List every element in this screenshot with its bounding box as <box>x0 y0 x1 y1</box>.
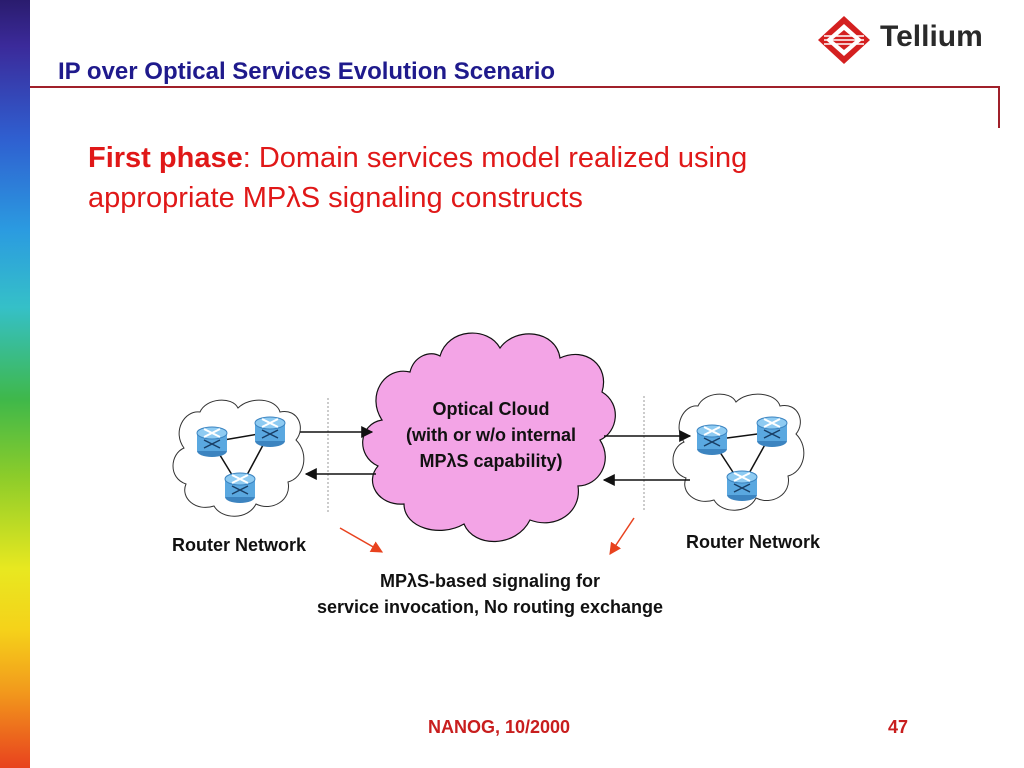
phase-heading: First phase: Domain services model reali… <box>88 138 888 218</box>
pointer-arrow-right <box>609 517 635 555</box>
page-number: 47 <box>888 717 909 737</box>
pointer-arrow-left <box>339 527 384 553</box>
caption-line-2: service invocation, No routing exchange <box>316 597 664 617</box>
heading-bold: First phase <box>88 142 243 174</box>
router-icon <box>756 416 788 448</box>
tellium-logo <box>818 16 870 64</box>
logo-wordmark: Tellium <box>880 20 983 53</box>
router-icon <box>726 470 758 502</box>
cloud-label-line-1: Optical Cloud <box>432 399 550 419</box>
left-router-network-label: Router Network <box>172 535 307 555</box>
router-icon <box>696 424 728 456</box>
rainbow-sidebar <box>0 0 30 768</box>
heading-rest: : Domain services model realized using a… <box>88 142 748 214</box>
title-underline <box>30 86 1000 88</box>
caption-line-1: MPλS-based signaling for <box>379 571 601 591</box>
slide-title: IP over Optical Services Evolution Scena… <box>58 58 556 85</box>
optical-cloud <box>362 332 616 543</box>
router-icon <box>196 426 228 458</box>
cloud-label-line-3: MPλS capability) <box>419 451 563 471</box>
signaling-caption: MPλS-based signaling for service invocat… <box>240 568 740 620</box>
title-rule-corner <box>998 86 1000 128</box>
cloud-label-line-2: (with or w/o internal <box>406 425 576 445</box>
right-router-network-label: Router Network <box>686 532 821 552</box>
optical-cloud-label: Optical Cloud (with or w/o internal MPλS… <box>378 396 604 474</box>
router-icon <box>254 416 286 448</box>
router-icon <box>224 472 256 504</box>
tellium-diamond-icon <box>818 16 870 64</box>
footer-text: NANOG, 10/2000 <box>428 717 571 737</box>
